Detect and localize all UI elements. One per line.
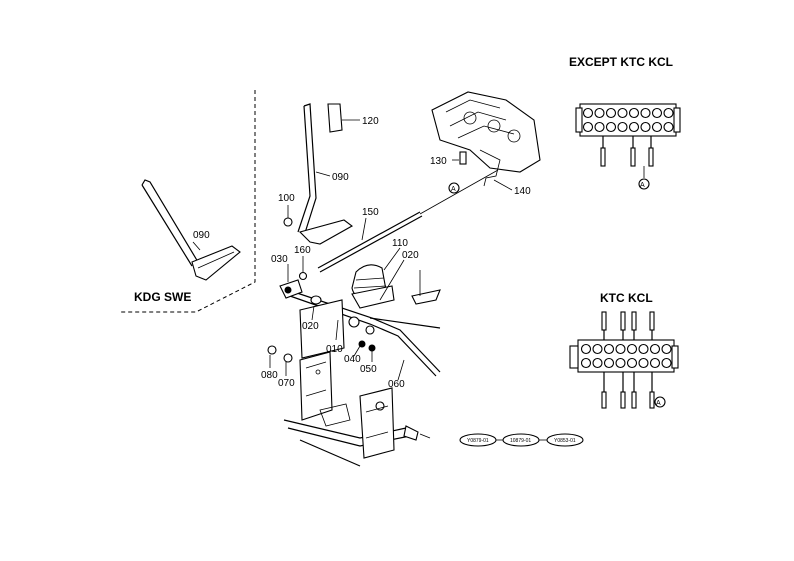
- kdg-swe-inset: 090 KDG SWE: [120, 90, 256, 313]
- knob-120: [327, 103, 343, 133]
- spool-top: [663, 107, 674, 119]
- spool-top: [592, 343, 603, 355]
- label-070: 070: [278, 378, 295, 389]
- spool-top: [651, 107, 663, 119]
- spool-top: [580, 343, 592, 355]
- ref-1: Y0879-01: [467, 438, 489, 444]
- label-050: 050: [360, 364, 377, 375]
- marker-a-except: A: [640, 182, 645, 189]
- spool-top: [582, 107, 594, 119]
- ktc-kcl-heading: KTC KCL: [600, 291, 653, 305]
- valve-except-ktc-kcl: EXCEPT KTC KCL A: [569, 55, 681, 190]
- kdg-swe-heading: KDG SWE: [134, 290, 191, 304]
- spool-bot: [628, 121, 640, 133]
- spool-bot: [638, 357, 649, 369]
- spool-top: [615, 343, 626, 355]
- spool-bot: [663, 121, 674, 133]
- spool-top: [661, 343, 672, 355]
- label-130: 130: [430, 156, 447, 167]
- spool-bot: [626, 357, 638, 369]
- label-010: 010: [326, 344, 343, 355]
- spool-bot: [649, 357, 661, 369]
- spool-top: [617, 107, 628, 119]
- spool-bot: [615, 357, 626, 369]
- spool-top: [638, 343, 649, 355]
- spool-bot: [640, 121, 651, 133]
- ref-2: 10879-01: [510, 438, 531, 444]
- spool-top: [628, 107, 640, 119]
- label-060: 060: [388, 379, 405, 390]
- label-080: 080: [261, 370, 278, 381]
- spool-bot: [594, 121, 605, 133]
- label-090-main: 090: [332, 172, 349, 183]
- main-lever-assembly: 120 090 100 150 A: [278, 103, 499, 273]
- label-030: 030: [271, 254, 288, 265]
- spool-top: [640, 107, 651, 119]
- spool-bot: [592, 357, 603, 369]
- reference-ovals: Y0879-01 10879-01 Y0853-01: [459, 433, 584, 447]
- label-160: 160: [294, 245, 311, 256]
- label-120: 120: [362, 116, 379, 127]
- label-040: 040: [344, 354, 361, 365]
- except-ktc-kcl-heading: EXCEPT KTC KCL: [569, 55, 673, 69]
- spool-top: [649, 343, 661, 355]
- spool-top: [605, 107, 617, 119]
- spool-bot: [605, 121, 617, 133]
- label-090-kdg: 090: [193, 230, 210, 241]
- marker-a-main: A: [451, 186, 456, 193]
- spool-bot: [651, 121, 663, 133]
- spool-bot: [661, 357, 672, 369]
- label-020-left: 020: [302, 321, 319, 332]
- valve-ktc-kcl: KTC KCL A: [569, 291, 679, 409]
- label-020-top: 020: [402, 250, 419, 261]
- label-150: 150: [362, 207, 379, 218]
- spool-bot: [580, 357, 592, 369]
- label-110: 110: [392, 238, 408, 249]
- spool-top: [594, 107, 605, 119]
- shaft-assembly: 110 020 010 030 160 020 040: [271, 238, 441, 390]
- lower-frame: 080 070: [261, 345, 431, 467]
- valve-block: 140 130: [430, 91, 541, 197]
- spool-bot: [582, 121, 594, 133]
- ref-3: Y0853-01: [554, 438, 576, 444]
- label-140: 140: [514, 186, 531, 197]
- spool-top: [626, 343, 638, 355]
- spool-bot: [603, 357, 615, 369]
- spool-top: [603, 343, 615, 355]
- marker-a-ktc: A: [656, 400, 661, 407]
- spool-bot: [617, 121, 628, 133]
- label-100: 100: [278, 193, 295, 204]
